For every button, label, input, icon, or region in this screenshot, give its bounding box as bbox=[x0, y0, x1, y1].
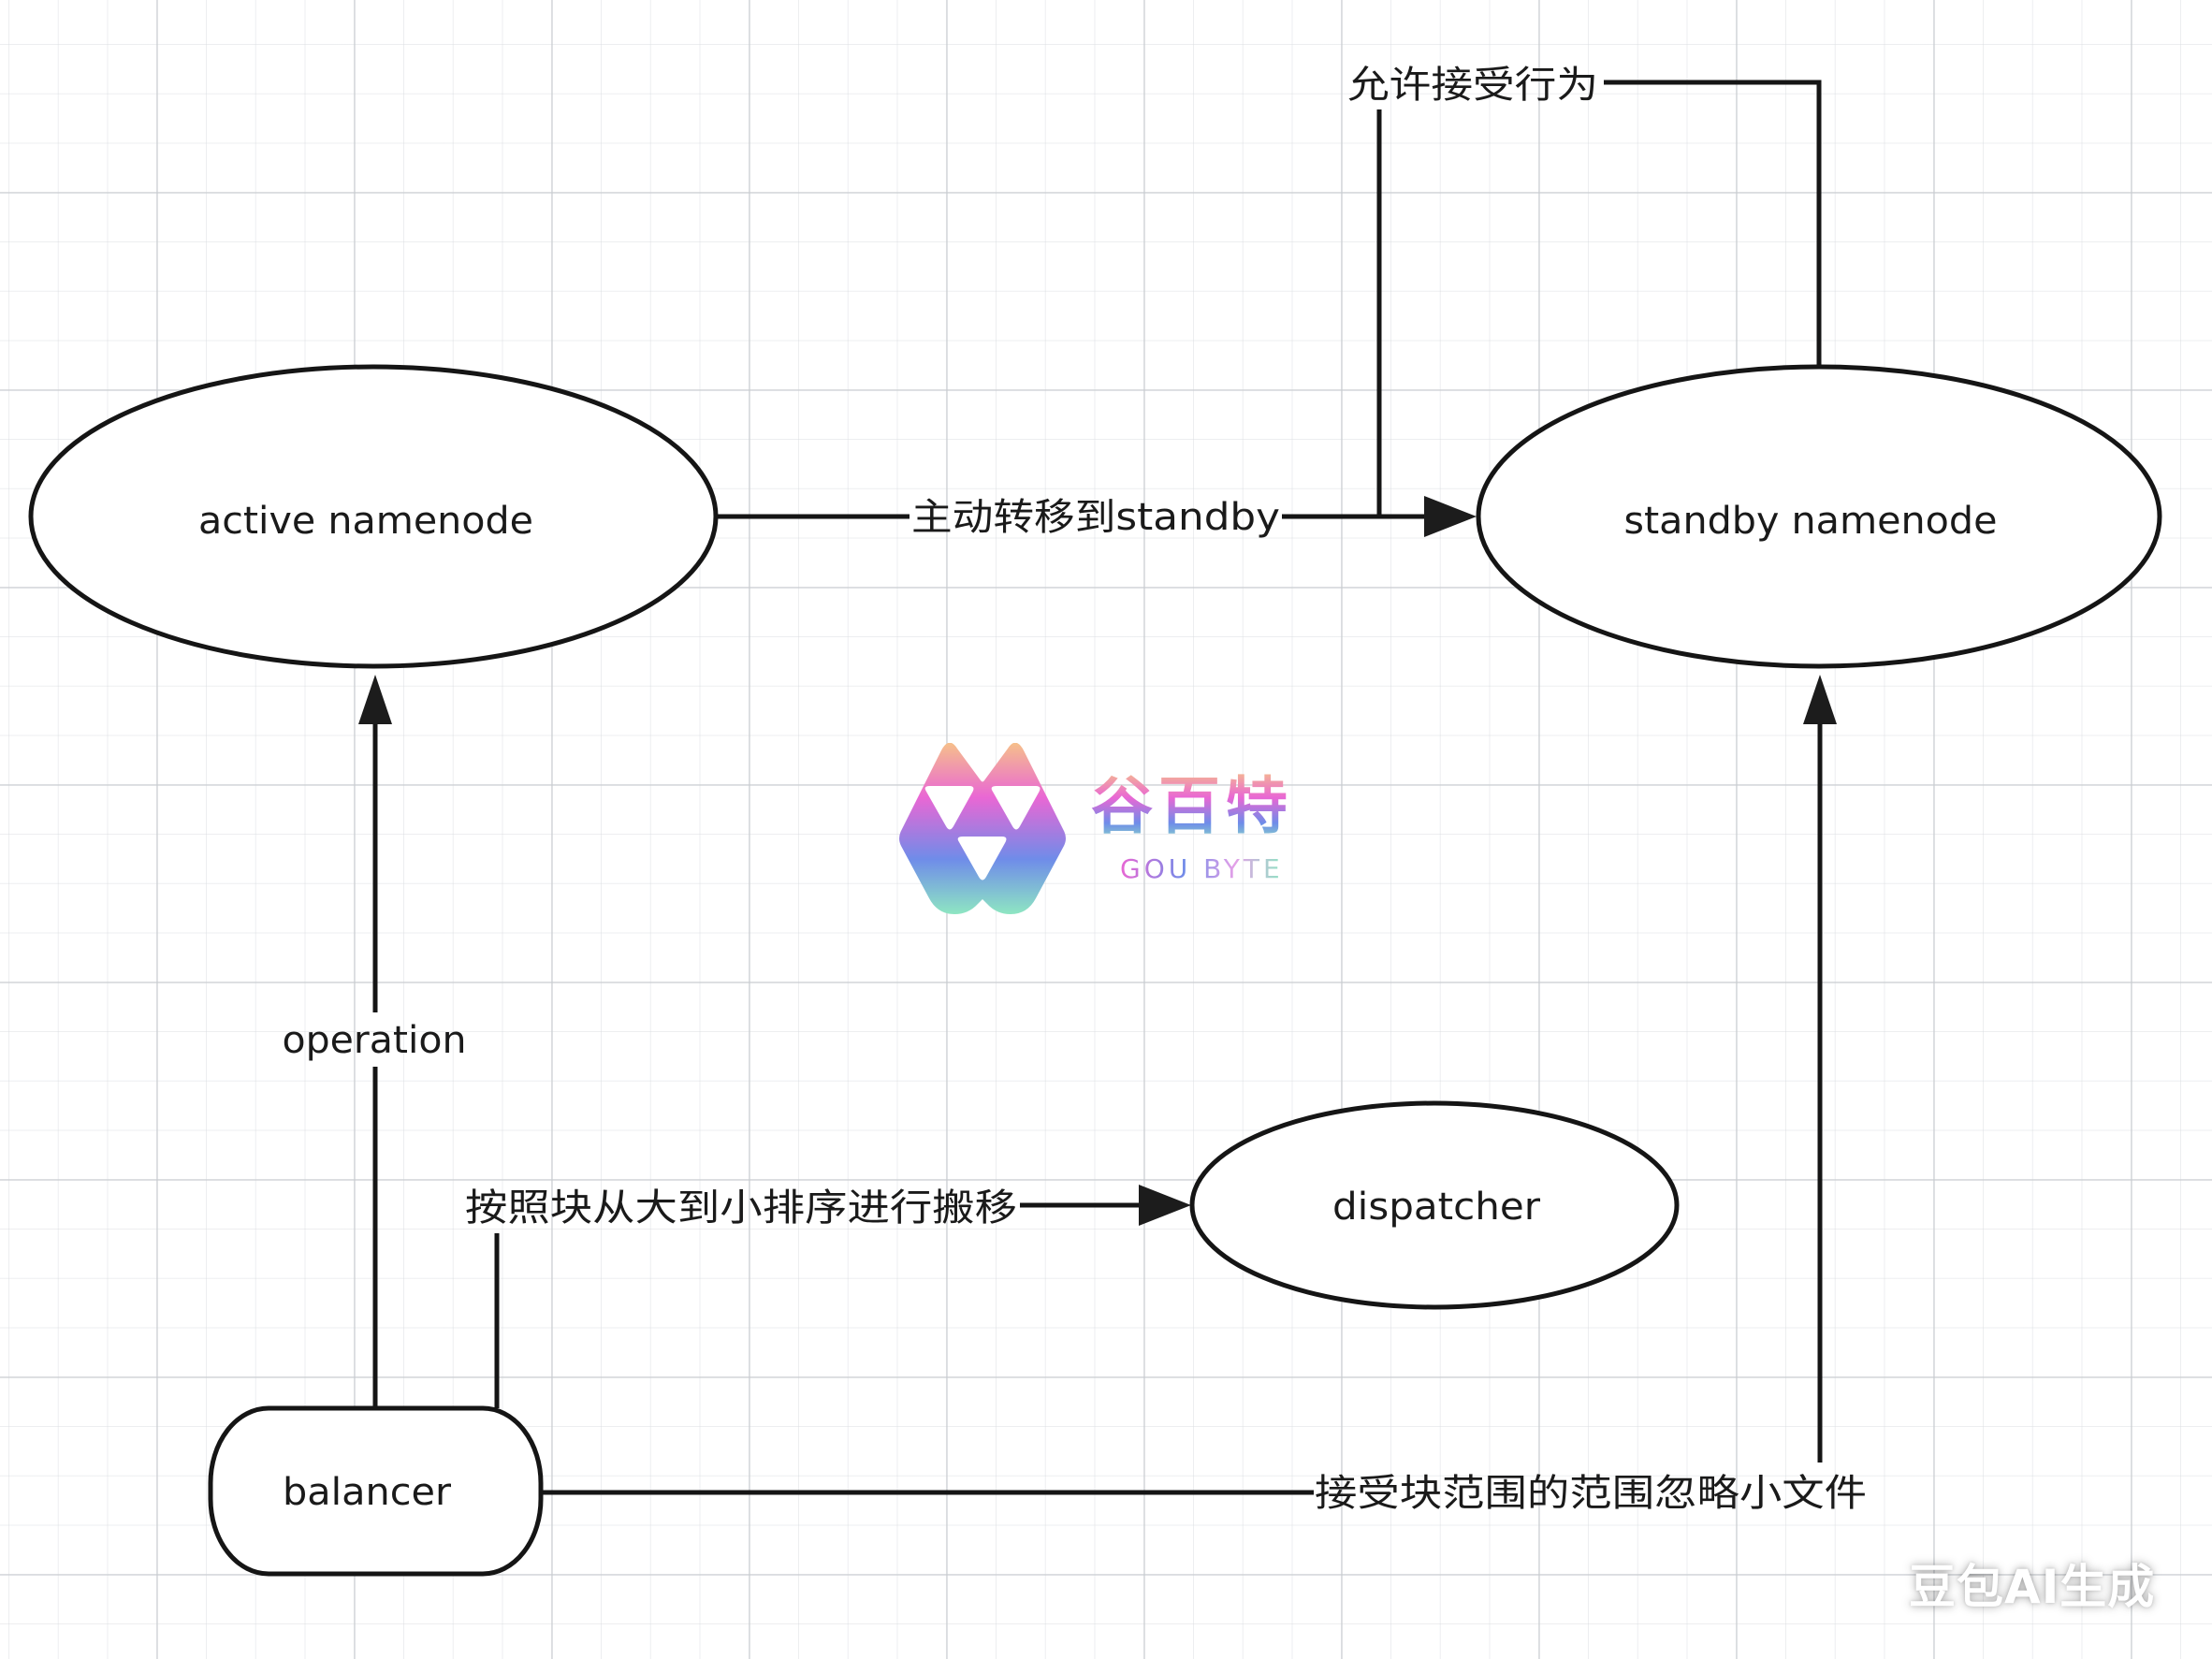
ellipse-shape bbox=[28, 364, 719, 669]
node-label: active namenode bbox=[198, 500, 533, 543]
edge-label-accept-range: 接受块范围的范围忽略小文件 bbox=[1315, 1472, 1867, 1515]
edge-label-active-to-standby: 主动转移到standby bbox=[911, 496, 1280, 539]
edge-label-operation: operation bbox=[283, 1019, 467, 1062]
edge-balancer-to-standby[interactable]: 接受块范围的范围忽略小文件 bbox=[541, 675, 1867, 1515]
ellipse-shape bbox=[1476, 364, 2162, 669]
node-active-namenode[interactable]: active namenode bbox=[28, 364, 719, 669]
edge-allow-accept[interactable]: 允许接受行为 bbox=[1347, 64, 1822, 518]
gou-byte-logo-icon bbox=[899, 742, 1066, 914]
node-label: standby namenode bbox=[1624, 500, 1998, 543]
edge-active-to-standby[interactable]: 主动转移到standby bbox=[716, 496, 1477, 539]
rounded-rect-shape bbox=[208, 1405, 544, 1577]
edge-label-allow-accept: 允许接受行为 bbox=[1347, 64, 1598, 107]
arrowhead-icon bbox=[358, 675, 392, 724]
edge-balancer-to-active[interactable]: operation bbox=[283, 675, 467, 1408]
edge-line-segment bbox=[1604, 80, 1822, 367]
arrowhead-icon bbox=[1803, 675, 1837, 724]
node-standby-namenode[interactable]: standby namenode bbox=[1476, 364, 2162, 669]
node-dispatcher[interactable]: dispatcher bbox=[1189, 1100, 1680, 1310]
logo-name-en: GOU BYTE bbox=[1120, 853, 1284, 884]
logo-name-cn: 谷百特 bbox=[1091, 770, 1293, 842]
arrowhead-icon bbox=[1139, 1185, 1191, 1226]
edge-label-sort-move: 按照块从大到小排序进行搬移 bbox=[465, 1186, 1017, 1230]
node-label: dispatcher bbox=[1332, 1186, 1541, 1229]
ai-generated-watermark: 豆包AI生成 bbox=[1909, 1560, 2156, 1614]
node-balancer[interactable]: balancer bbox=[208, 1405, 544, 1577]
gou-byte-logo: 谷百特 GOU BYTE bbox=[889, 742, 1319, 915]
ellipse-shape bbox=[1189, 1100, 1680, 1310]
arrowhead-icon bbox=[1424, 496, 1477, 537]
edge-balancer-to-dispatcher[interactable]: 按照块从大到小排序进行搬移 bbox=[465, 1185, 1191, 1408]
node-label: balancer bbox=[283, 1471, 452, 1514]
